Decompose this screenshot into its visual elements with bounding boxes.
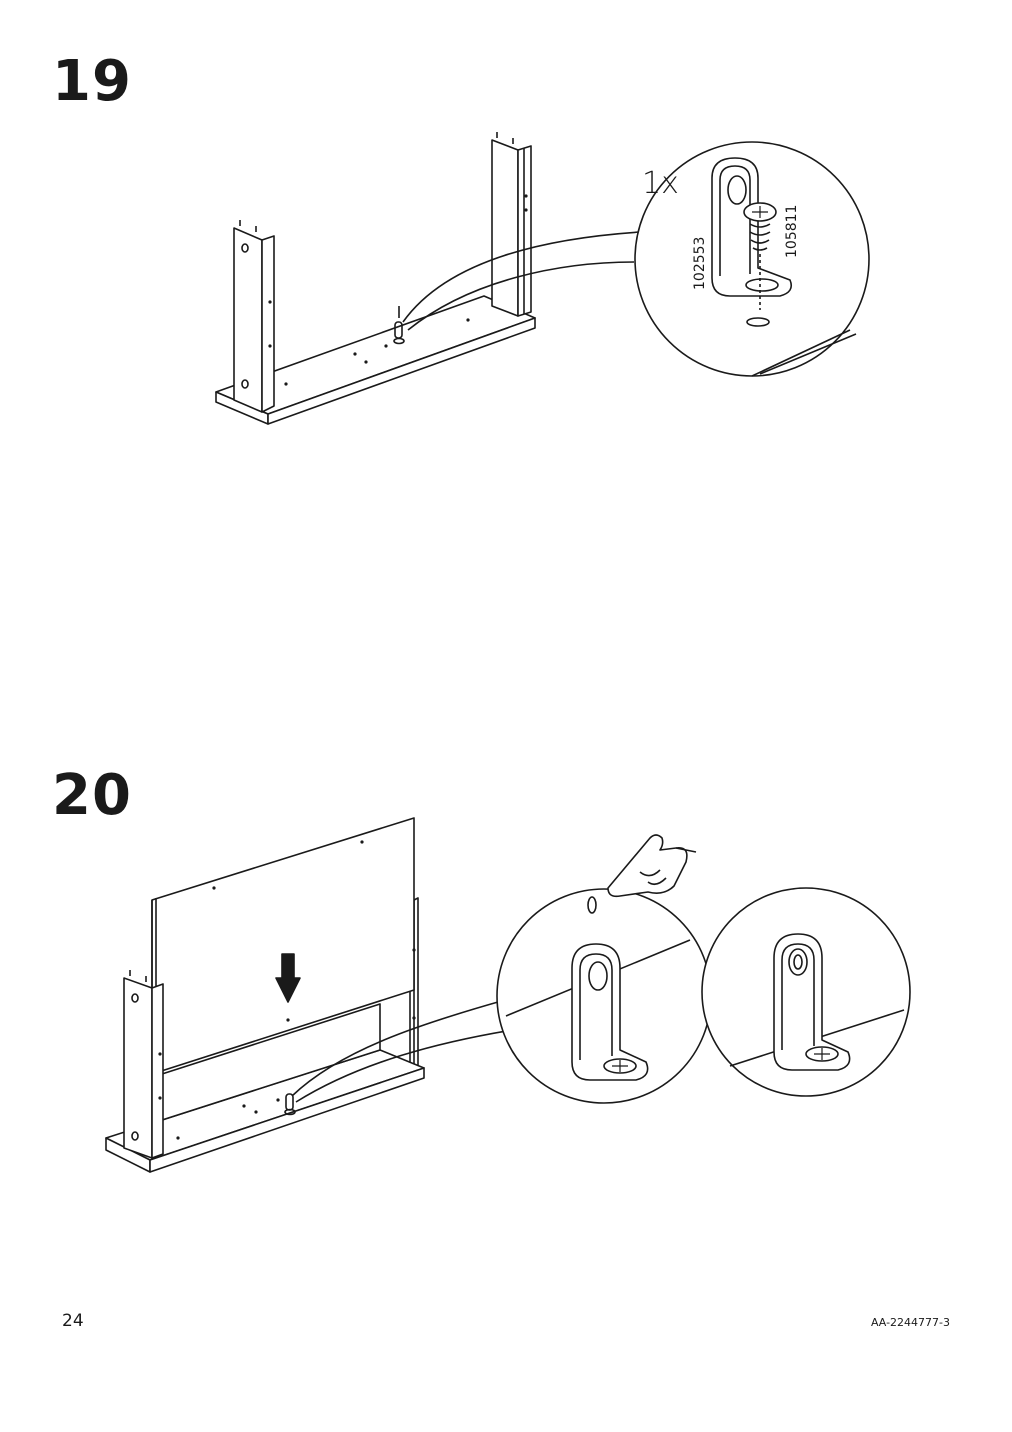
hole-marks (268, 194, 528, 386)
quantity-label: 1x (642, 166, 679, 201)
callout-line (291, 999, 506, 1097)
bracket-detail (773, 933, 851, 1071)
hole-mark (587, 896, 597, 914)
bracket-detail (711, 157, 793, 297)
front-side-panel (123, 970, 164, 1159)
page-number: 24 (62, 1311, 84, 1331)
callout-line (402, 231, 641, 323)
bracket-in-scene (284, 1093, 296, 1116)
front-side-panel (233, 220, 275, 413)
step-number: 19 (52, 49, 132, 114)
document-code: AA-2244777-3 (870, 1316, 950, 1329)
down-arrow-icon (275, 953, 301, 1003)
screw (743, 202, 777, 310)
bracket-in-scene (393, 306, 405, 345)
hand-press-icon (607, 834, 697, 898)
washer (746, 317, 770, 327)
callout-line (295, 1029, 513, 1103)
base-panel (215, 295, 536, 425)
callout-line (407, 261, 635, 331)
part-number: 105811 (784, 205, 800, 258)
rear-side-panel (491, 132, 532, 317)
step-19-illustration: 1x 102553 105811 (215, 132, 870, 425)
step-20-illustration (105, 817, 911, 1173)
bracket-detail (571, 943, 649, 1081)
step-number: 20 (52, 763, 132, 828)
part-number: 102553 (692, 237, 708, 290)
hole-marks (158, 840, 416, 1140)
base-panel (105, 1003, 425, 1173)
